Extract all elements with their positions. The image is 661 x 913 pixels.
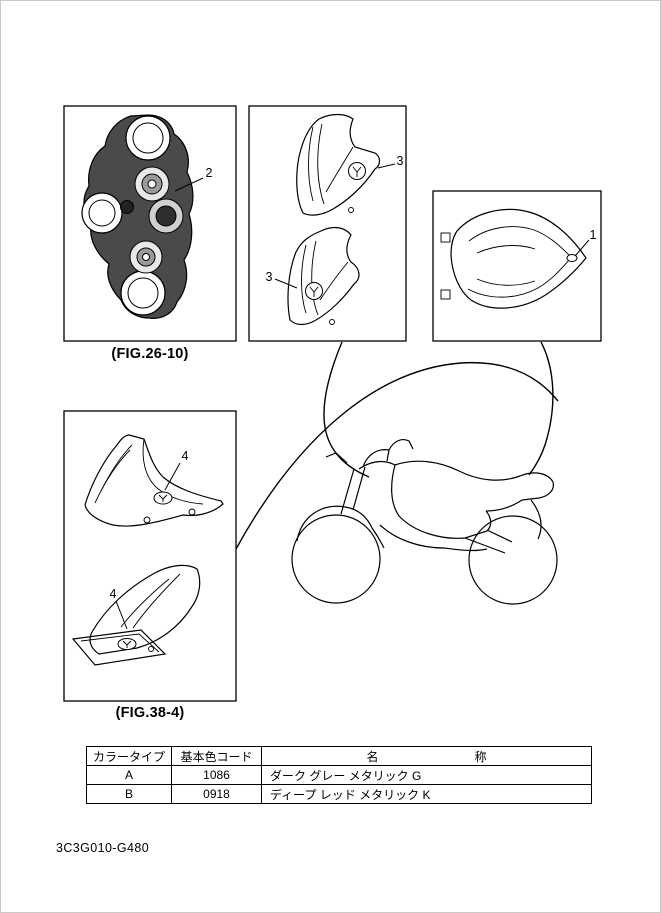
callout-numbers: 1 2 3 3 4 4 bbox=[110, 154, 597, 601]
connector-front-fairing bbox=[235, 361, 559, 550]
cell-color-name: ディープ レッド メタリック K bbox=[261, 784, 592, 804]
connector-tail-cowl bbox=[528, 341, 554, 476]
connector-side-cowl bbox=[323, 341, 370, 478]
part-box-frame bbox=[432, 190, 602, 342]
table-header-row: カラータイプ 基本色コード 名 称 bbox=[86, 746, 592, 766]
yamaha-emblem-icon bbox=[305, 282, 323, 300]
part-box-frame bbox=[248, 105, 407, 342]
color-code-table: カラータイプ 基本色コード 名 称 A 1086 ダーク グレー メタリック G… bbox=[86, 746, 592, 804]
side-cowl-upper-illustration bbox=[296, 113, 381, 216]
callout-front-fairing-lower: 4 bbox=[110, 587, 117, 601]
yamaha-emblem-icon bbox=[117, 638, 137, 650]
table-row: A 1086 ダーク グレー メタリック G bbox=[86, 765, 592, 785]
front-wheel bbox=[291, 514, 381, 604]
yamaha-emblem-icon bbox=[153, 491, 173, 505]
header-base-color-code: 基本色コード bbox=[171, 746, 262, 766]
figure-reference-label: (FIG.26-10) bbox=[111, 346, 189, 362]
tail-cowl-illustration bbox=[440, 208, 587, 309]
part-box-frame bbox=[63, 410, 237, 702]
side-cowl-lower-illustration bbox=[287, 226, 360, 326]
part-box-tail-cowl bbox=[432, 190, 602, 342]
cell-color-code: 1086 bbox=[171, 765, 262, 785]
callout-tail-cowl: 1 bbox=[590, 228, 597, 242]
yamaha-emblem-icon bbox=[348, 162, 366, 180]
header-name: 名 称 bbox=[261, 746, 592, 766]
cell-color-type: B bbox=[86, 784, 172, 804]
table-row: B 0918 ディープ レッド メタリック K bbox=[86, 784, 592, 804]
cell-color-type: A bbox=[86, 765, 172, 785]
callout-side-cowl-upper: 3 bbox=[397, 154, 404, 168]
front-fairing-upper-illustration bbox=[84, 434, 224, 527]
callout-leader-lines bbox=[115, 163, 590, 630]
document-code: 3C3G010-G480 bbox=[56, 841, 150, 855]
callout-front-fairing-upper: 4 bbox=[182, 449, 189, 463]
triple-clamp-illustration bbox=[81, 114, 194, 319]
callout-triple-clamp: 2 bbox=[206, 166, 213, 180]
part-box-front-fairings bbox=[63, 410, 237, 702]
callout-side-cowl-lower: 3 bbox=[266, 270, 273, 284]
cell-color-code: 0918 bbox=[171, 784, 262, 804]
rear-wheel bbox=[468, 515, 558, 605]
part-box-side-cowls bbox=[248, 105, 407, 342]
part-box-triple-clamp bbox=[63, 105, 237, 342]
tail-light-detail bbox=[566, 254, 578, 262]
connector-curves bbox=[235, 341, 559, 550]
front-fairing-lower-illustration bbox=[71, 564, 201, 666]
header-color-type: カラータイプ bbox=[86, 746, 172, 766]
motorcycle-outline bbox=[291, 438, 558, 605]
cell-color-name: ダーク グレー メタリック G bbox=[261, 765, 592, 785]
figure-reference-label: (FIG.38-4) bbox=[115, 705, 185, 721]
